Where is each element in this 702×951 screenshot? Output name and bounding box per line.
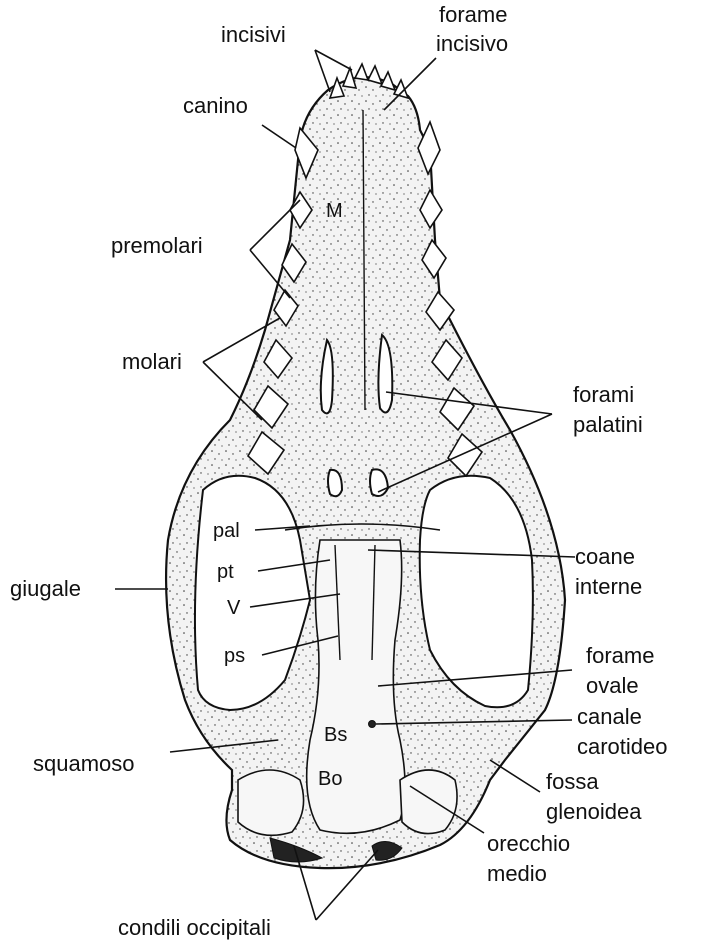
label-coane-interne-line2: interne [575,574,642,599]
label-forami-palatini-line1: forami [573,382,634,407]
label-forame-ovale-line2: ovale [586,673,639,698]
label-molari: molari [122,349,182,374]
label-coane-interne-line1: coane [575,544,635,569]
left-posterior-palatine-foramen [328,470,342,496]
label-forame-incisivo-line1: forame [439,2,507,27]
label-premolari: premolari [111,233,203,258]
label-fossa-glenoidea-line2: glenoidea [546,799,642,824]
carotid-canal-dot [369,721,376,728]
label-giugale: giugale [10,576,81,601]
label-orecchio-medio-line1: orecchio [487,831,570,856]
label-ps: ps [224,645,245,667]
label-forame-incisivo-line2: incisivo [436,31,508,56]
left-tympanic-region [238,770,304,835]
label-canale-carotideo-line2: carotideo [577,734,668,759]
label-incisivi: incisivi [221,22,286,47]
label-fossa-glenoidea-line1: fossa [546,769,599,794]
label-orecchio-medio-line2: medio [487,861,547,886]
label-Bo: Bo [318,768,342,790]
label-canale-carotideo-line1: canale [577,704,642,729]
label-condili-occipitali: condili occipitali [118,915,271,940]
label-forami-palatini-line2: palatini [573,412,643,437]
label-pal: pal [213,520,240,542]
label-Bs: Bs [324,724,347,746]
label-pt: pt [217,561,234,583]
label-V: V [227,597,241,619]
label-forame-ovale-line1: forame [586,643,654,668]
label-canino: canino [183,93,248,118]
right-tympanic-region [400,770,457,834]
label-M: M [326,200,343,222]
label-squamoso: squamoso [33,751,135,776]
